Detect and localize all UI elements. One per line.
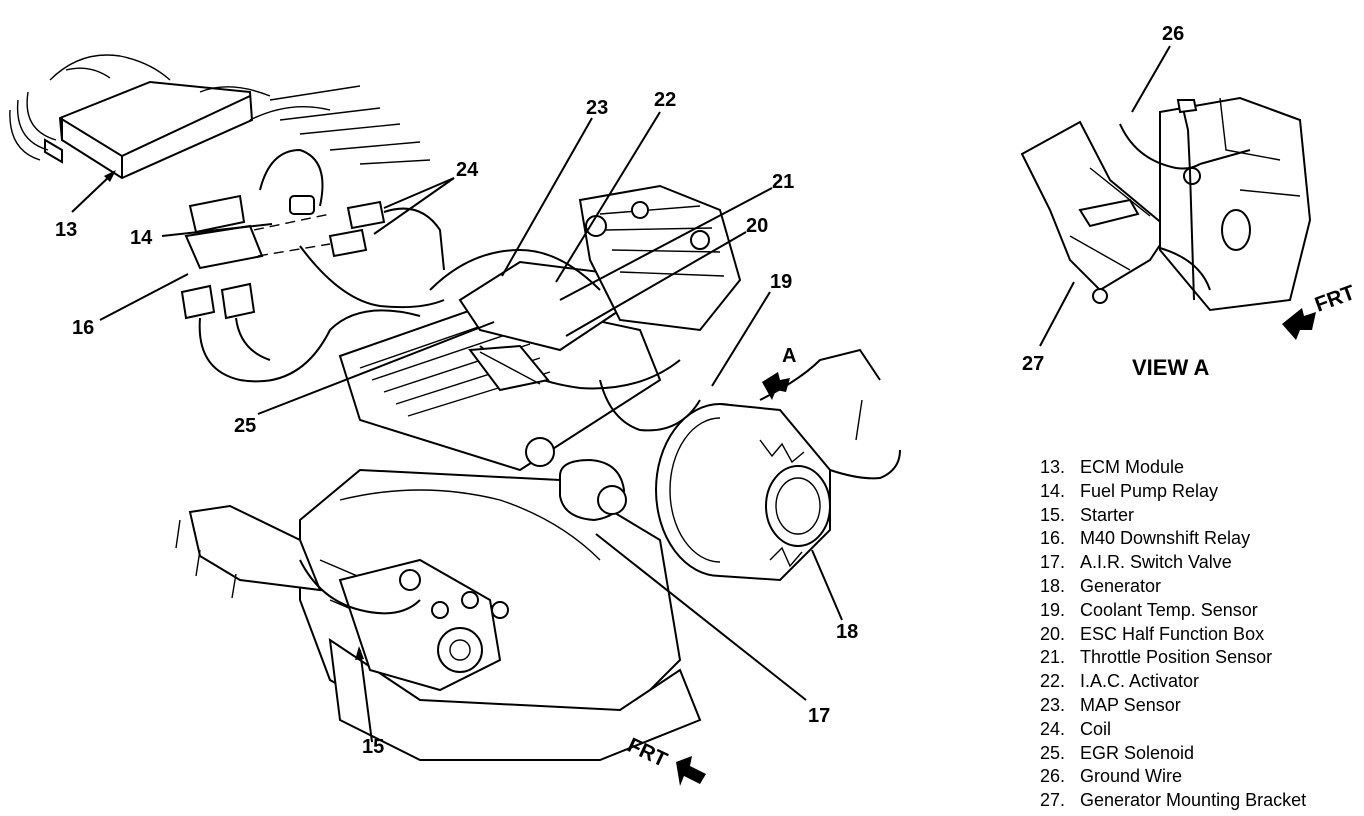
frt-arrow: FRT: [624, 734, 706, 786]
legend-number: 14.: [1040, 480, 1066, 501]
legend-item: 23. MAP Sensor: [1040, 694, 1360, 718]
legend-text: Starter: [1080, 504, 1135, 525]
view-ref-label: A: [782, 345, 796, 367]
starter: [299, 558, 509, 692]
legend-text: Coil: [1080, 718, 1112, 739]
legend-number: 23.: [1040, 694, 1066, 715]
legend-item: 25. EGR Solenoid: [1040, 742, 1360, 766]
callout-14: 14: [130, 227, 153, 249]
legend-text: Generator: [1080, 575, 1162, 596]
view-a-frt-arrow-icon: [1282, 308, 1316, 340]
callout-23: 23: [586, 97, 608, 119]
legend-item: 13. ECM Module: [1040, 456, 1360, 480]
callout-19: 19: [770, 271, 792, 293]
legend-number: 13.: [1040, 457, 1066, 477]
legend-text: ESC Half Function Box: [1080, 623, 1265, 644]
callout-17: 17: [808, 705, 830, 727]
legend-item: 21. Throttle Position Sensor: [1040, 646, 1360, 670]
legend-text: EGR Solenoid: [1080, 742, 1195, 763]
legend-item: 17. A.I.R. Switch Valve: [1040, 551, 1360, 575]
legend-number: 20.: [1040, 623, 1066, 644]
callout-13: 13: [55, 219, 77, 241]
legend-number: 27.: [1040, 790, 1066, 811]
legend-item: 24. Coil: [1040, 718, 1360, 742]
egr-solenoid: [468, 344, 550, 392]
parts-legend: 13. ECM Module 14. Fuel Pump Relay 15. Star…: [1040, 456, 1360, 813]
legend-text: A.I.R. Switch Valve: [1080, 552, 1232, 573]
generator: [655, 348, 901, 582]
legend-item: 19. Coolant Temp. Sensor: [1040, 599, 1360, 623]
view-ref-arrow-icon: [762, 372, 790, 400]
legend-number: 16.: [1040, 528, 1066, 549]
legend-number: 19.: [1040, 599, 1066, 620]
callout-18: 18: [836, 621, 858, 643]
legend-text: I.A.C. Activator: [1080, 671, 1200, 692]
legend-item: 18. Generator: [1040, 575, 1360, 599]
view-a-title: VIEW A: [1132, 355, 1210, 380]
legend-item: 22. I.A.C. Activator: [1040, 670, 1360, 694]
legend-text: Ground Wire: [1080, 766, 1183, 787]
view-a-reference: A: [762, 345, 796, 400]
legend-number: 18.: [1040, 575, 1066, 596]
callout-numbers: 13 14 15 16 17 18 19 20 21 22 23 24 25 2…: [55, 23, 1184, 758]
legend-number: 15.: [1040, 504, 1066, 525]
callout-15: 15: [362, 736, 384, 758]
legend-item: 26. Ground Wire: [1040, 765, 1360, 789]
coil-connectors: [253, 200, 445, 309]
legend-item: 15. Starter: [1040, 504, 1360, 528]
legend-text: Coolant Temp. Sensor: [1080, 599, 1258, 620]
callout-27: 27: [1022, 353, 1044, 375]
legend-number: 24.: [1040, 718, 1066, 739]
leader-lines: [71, 45, 1171, 743]
callout-20: 20: [746, 215, 768, 237]
view-a-frt-label: FRT: [1312, 281, 1358, 317]
callout-24: 24: [456, 159, 479, 181]
callout-25: 25: [234, 415, 256, 437]
legend-text: MAP Sensor: [1080, 694, 1181, 715]
legend-number: 21.: [1040, 647, 1066, 668]
legend-text: Throttle Position Sensor: [1080, 647, 1273, 668]
relay-bracket: [180, 148, 421, 383]
frt-label: FRT: [624, 734, 671, 772]
legend-number: 26.: [1040, 766, 1066, 787]
callout-22: 22: [654, 89, 676, 111]
frt-arrow-icon: [676, 756, 706, 786]
legend-text: ECM Module: [1080, 457, 1185, 477]
legend-number: 25.: [1040, 742, 1066, 763]
ecm-module: [9, 54, 431, 180]
legend-item: 20. ESC Half Function Box: [1040, 623, 1360, 647]
legend-number: 22.: [1040, 671, 1066, 692]
legend-item: 14. Fuel Pump Relay: [1040, 480, 1360, 504]
legend-item: 16. M40 Downshift Relay: [1040, 527, 1360, 551]
legend-text: M40 Downshift Relay: [1080, 528, 1251, 549]
legend-item: 27. Generator Mounting Bracket: [1040, 789, 1360, 813]
callout-21: 21: [772, 171, 794, 193]
legend-text: Fuel Pump Relay: [1080, 480, 1219, 501]
legend-text: Generator Mounting Bracket: [1080, 790, 1307, 811]
callout-16: 16: [72, 317, 94, 339]
view-a-drawing: VIEW A FRT: [1020, 96, 1358, 380]
callout-26: 26: [1162, 23, 1184, 45]
legend-number: 17.: [1040, 552, 1066, 573]
